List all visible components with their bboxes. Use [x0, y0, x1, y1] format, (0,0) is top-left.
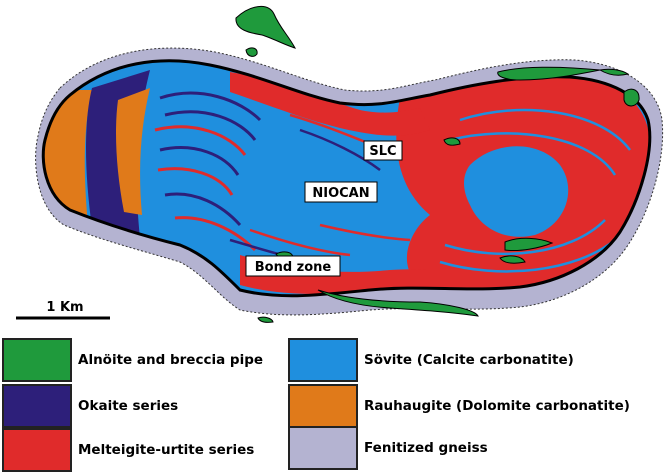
melteigite-south-ribbon	[240, 255, 520, 295]
label-niocan: NIOCAN	[312, 186, 369, 201]
label-niocan-box: NIOCAN	[304, 181, 378, 203]
alnoite-pipe	[499, 255, 526, 264]
sovite-dike	[449, 132, 617, 176]
sovite-dike	[439, 239, 616, 273]
legend-swatch-sovite	[288, 338, 358, 382]
legend-item-alnoite: Alnöite and breccia pipe	[2, 338, 263, 382]
legend-item-rauhaugite: Rauhaugite (Dolomite carbonatite)	[288, 384, 630, 428]
complex-outline	[41, 59, 652, 298]
legend-swatch-alnoite	[2, 338, 72, 382]
alnoite-pipe	[235, 6, 297, 49]
legend-label-sovite: Sövite (Calcite carbonatite)	[364, 352, 574, 368]
sovite-east-core	[464, 146, 569, 237]
legend-label-okaite: Okaite series	[78, 398, 179, 414]
alnoite-pipe	[443, 137, 461, 146]
okaite-dike	[159, 91, 262, 122]
okaite-dike	[164, 110, 257, 141]
melteigite-dike	[174, 216, 257, 252]
legend-swatch-rauhaugite	[288, 384, 358, 428]
okaite-dike	[159, 146, 240, 176]
legend-label-gneiss: Fenitized gneiss	[364, 440, 488, 456]
legend-label-rauhaugite: Rauhaugite (Dolomite carbonatite)	[364, 398, 630, 414]
sovite-dike	[444, 219, 606, 256]
okaite-dike	[299, 128, 381, 172]
legend: Alnöite and breccia pipe Okaite series M…	[0, 314, 666, 472]
label-bond-zone-box: Bond zone	[245, 255, 341, 277]
legend-item-okaite: Okaite series	[2, 384, 178, 428]
sovite-dike	[459, 108, 631, 151]
legend-label-alnoite: Alnöite and breccia pipe	[78, 352, 264, 368]
okaite-dike	[164, 192, 242, 227]
melteigite-dike	[249, 228, 351, 257]
legend-item-sovite: Sövite (Calcite carbonatite)	[288, 338, 574, 382]
legend-item-melteigite: Melteigite-urtite series	[2, 428, 254, 472]
legend-swatch-okaite	[2, 384, 72, 428]
label-slc: SLC	[369, 144, 396, 159]
alnoite-pipe	[504, 237, 554, 251]
alnoite-pipe	[245, 47, 258, 57]
legend-item-gneiss: Fenitized gneiss	[288, 426, 488, 470]
alnoite-pipe	[598, 68, 630, 76]
label-slc-box: SLC	[363, 140, 403, 161]
alnoite-pipe	[623, 88, 640, 107]
legend-swatch-melteigite	[2, 428, 72, 472]
legend-swatch-gneiss	[288, 426, 358, 470]
alnoite-pipe	[317, 289, 479, 317]
melteigite-dike	[319, 223, 411, 242]
scale-bar: 1 Km	[16, 300, 110, 320]
melteigite-north-ribbon	[230, 72, 430, 136]
melteigite-dike	[157, 167, 234, 196]
alnoite-pipe	[257, 316, 274, 323]
label-bond-zone: Bond zone	[255, 260, 332, 275]
alnoite-pipe	[497, 66, 601, 81]
scale-bar-label: 1 Km	[46, 300, 83, 315]
melteigite-dike	[154, 125, 247, 156]
legend-label-melteigite: Melteigite-urtite series	[78, 442, 255, 458]
rauhaugite-zone-inner	[116, 88, 150, 215]
